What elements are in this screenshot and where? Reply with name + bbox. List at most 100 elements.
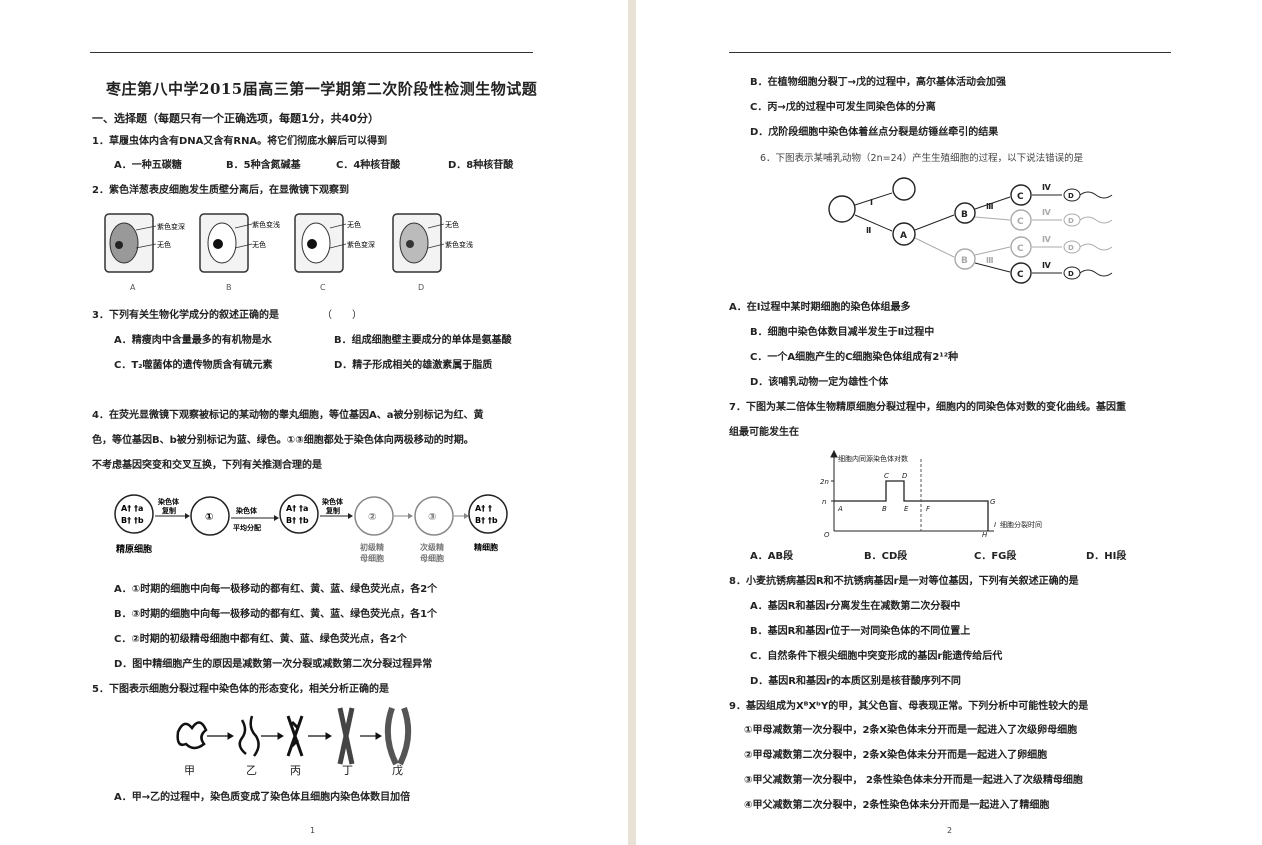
q7-y-n: n: [822, 498, 826, 506]
header-rule-2: [729, 52, 1171, 53]
q3-stem: 3．下列有关生物化学成分的叙述正确的是: [92, 310, 279, 321]
cell-a: 紫色变深 无色 A: [104, 213, 185, 292]
q7-y-2n: 2n: [820, 478, 829, 486]
header-rule: [90, 52, 533, 53]
cell-d-label-2: 紫色变浅: [445, 240, 473, 249]
q6-node-d2: D: [1068, 217, 1074, 225]
q7-line-2: 组最可能发生在: [729, 427, 799, 438]
q3-option-c: C．T₂噬菌体的遗传物质含有硫元素: [114, 360, 273, 371]
q4-cell2-top: A† †a: [286, 504, 308, 513]
cell-a-letter: A: [130, 283, 136, 292]
q4-cell2-bot: B† †b: [286, 516, 309, 525]
q7-xlabel: 细胞分裂时间: [1000, 520, 1042, 529]
q9-option-1: ①甲母减数第一次分裂中，2条X染色体未分开而是一起进入了次级卵母细胞: [744, 725, 1078, 736]
q4-cell3: ②: [368, 512, 376, 523]
q4-line-1: 4．在荧光显微镜下观察被标记的某动物的睾丸细胞，等位基因A、a被分别标记为红、黄: [92, 410, 484, 421]
q6-node-d4: D: [1068, 270, 1074, 278]
cell-b-letter: B: [226, 283, 232, 292]
page-number-1: 1: [310, 826, 316, 835]
q1-option-c: C．4种核苷酸: [336, 160, 401, 171]
cell-c-label-1: 无色: [347, 220, 361, 229]
q6-roman-3: Ⅲ: [986, 202, 994, 211]
cell-a-label-2: 无色: [157, 240, 171, 249]
section-heading: 一、选择题（每题只有一个正确选项，每题1分，共40分）: [92, 112, 379, 125]
cell-a-label-1: 紫色变深: [157, 222, 185, 231]
q4-label-0: 精原细胞: [116, 543, 152, 555]
q6-roman-4b: Ⅳ: [1042, 208, 1051, 217]
q4-arrow1-top: 染色体: [158, 497, 180, 506]
q9-option-2: ②甲母减数第二次分裂中，2条X染色体未分开而是一起进入了卵细胞: [744, 750, 1048, 761]
q8-option-c: C．自然条件下根尖细胞中突变形成的基因r能遗传给后代: [750, 651, 1003, 662]
q6-node-b: B: [961, 210, 968, 220]
q9-option-4: ④甲父减数第二次分裂中，2条性染色体未分开而是一起进入了精细胞: [744, 800, 1050, 811]
q1-option-d: D．8种核苷酸: [448, 160, 514, 171]
q6-node-d3: D: [1068, 244, 1074, 252]
q4-cell0-top: A† †a: [121, 504, 143, 513]
q4-arrow3-bot: 复制: [325, 506, 340, 515]
q4-figure: A† †a B† †b 染色体 复制 ① 染色体 平均分配 A† †a B† †…: [114, 494, 508, 563]
q6-node-b2: B: [961, 256, 968, 266]
q6-roman-2: Ⅱ: [866, 226, 871, 235]
q4-arrow1-bot: 复制: [161, 506, 176, 515]
cell-b-label-1: 紫色变浅: [252, 220, 280, 229]
q6-node-c2: C: [1017, 217, 1024, 227]
q4-label-4a: 次级精: [420, 542, 444, 552]
q4-cell4: ③: [428, 512, 436, 523]
q6-stem: 6．下图表示某哺乳动物（2n=24）产生生殖细胞的过程，以下说法错误的是: [760, 153, 1084, 164]
q6-node-a: A: [900, 231, 907, 241]
q6-roman-4a: Ⅳ: [1042, 183, 1051, 192]
q4-label-3a: 初级精: [360, 542, 384, 552]
q3-option-a: A．精瘦肉中含量最多的有机物是水: [114, 335, 272, 346]
q8-option-b: B．基因R和基因r位于一对同染色体的不同位置上: [750, 626, 971, 637]
q2-figure: 紫色变深 无色 A 紫色变浅 无色 B 无色 紫色变深 C: [104, 213, 473, 292]
q7-pt-c: C: [884, 472, 889, 480]
q5-option-a: A．甲→乙的过程中，染色质变成了染色体且细胞内染色体数目加倍: [114, 792, 411, 803]
q5-stem: 5．下图表示细胞分裂过程中染色体的形态变化，相关分析正确的是: [92, 684, 389, 695]
q1-stem: 1．草履虫体内含有DNA又含有RNA。将它们彻底水解后可以得到: [92, 136, 388, 147]
q7-option-a: A．AB段: [750, 551, 794, 562]
q6-node-c4: C: [1017, 270, 1024, 280]
q1-option-a: A．一种五碳糖: [114, 160, 182, 171]
q4-option-b: B．③时期的细胞中向每一极移动的都有红、黄、蓝、绿色荧光点，各1个: [114, 609, 438, 620]
q7-pt-h: H: [982, 531, 988, 539]
q4-option-a: A．①时期的细胞中向每一极移动的都有红、黄、蓝、绿色荧光点，各2个: [114, 584, 438, 595]
q6-roman-4c: Ⅳ: [1042, 235, 1051, 244]
q5-figure: 甲 乙 丙 丁 戊: [176, 706, 412, 777]
q7-pt-i: I: [994, 521, 996, 529]
q6-option-d: D．该哺乳动物一定为雄性个体: [750, 377, 889, 388]
q7-graph: 细胞内同源染色体对数 2n n O A B C D E F G H I 细胞分裂…: [820, 449, 1042, 539]
q6-node-c1: C: [1017, 192, 1024, 202]
q5-option-b: B．在植物细胞分裂丁→戊的过程中，高尔基体活动会加强: [750, 77, 1007, 88]
q5-label-wu: 戊: [392, 764, 403, 777]
q6-roman-1: Ⅰ: [870, 198, 873, 207]
cell-b: 紫色变浅 无色 B: [199, 213, 280, 292]
q7-pt-f: F: [926, 505, 931, 513]
q7-option-b: B．CD段: [864, 551, 908, 562]
page-1: 枣庄第八中学2015届高三第一学期第二次阶段性检测生物试题 一、选择题（每题只有…: [0, 0, 628, 845]
page-2: B．在植物细胞分裂丁→戊的过程中，高尔基体活动会加强 C．丙→戊的过程中可发生同…: [636, 0, 1262, 845]
q7-pt-b: B: [882, 505, 887, 513]
q4-arrow2-bot: 平均分配: [233, 523, 261, 532]
q6-option-b: B．细胞中染色体数目减半发生于Ⅱ过程中: [750, 327, 935, 338]
q6-node-c3: C: [1017, 244, 1024, 254]
q5-label-jia: 甲: [184, 764, 195, 777]
cell-c-letter: C: [320, 283, 326, 292]
q6-roman-4d: Ⅳ: [1042, 261, 1051, 270]
cell-b-label-2: 无色: [252, 240, 266, 249]
q4-option-c: C．②时期的初级精母细胞中都有红、黄、蓝、绿色荧光点，各2个: [114, 634, 407, 645]
q8-option-d: D．基因R和基因r的本质区别是核苷酸序列不同: [750, 676, 961, 687]
q8-stem: 8．小麦抗锈病基因R和不抗锈病基因r是一对等位基因，下列有关叙述正确的是: [729, 576, 1079, 587]
q7-pt-d: D: [902, 472, 908, 480]
q5-option-c: C．丙→戊的过程中可发生同染色体的分离: [750, 102, 936, 113]
q7-line-1: 7．下图为某二倍体生物精原细胞分裂过程中，细胞内的同染色体对数的变化曲线。基因重: [729, 402, 1126, 413]
q4-line-2: 色，等位基因B、b被分别标记为蓝、绿色。①③细胞都处于染色体向两极移动的时期。: [92, 435, 474, 446]
q7-ylabel: 细胞内同源染色体对数: [838, 454, 908, 463]
q5-label-bing: 丙: [290, 764, 301, 777]
q7-pt-a: A: [837, 505, 843, 513]
q4-label-3b: 母细胞: [360, 553, 384, 563]
q4-cell5-bot: B† †b: [475, 516, 498, 525]
q4-arrow2-top: 染色体: [236, 506, 258, 515]
q7-option-d: D．HI段: [1086, 551, 1127, 562]
q7-pt-e: E: [904, 505, 909, 513]
q4-line-3: 不考虑基因突变和交叉互换，下列有关推测合理的是: [92, 460, 322, 471]
